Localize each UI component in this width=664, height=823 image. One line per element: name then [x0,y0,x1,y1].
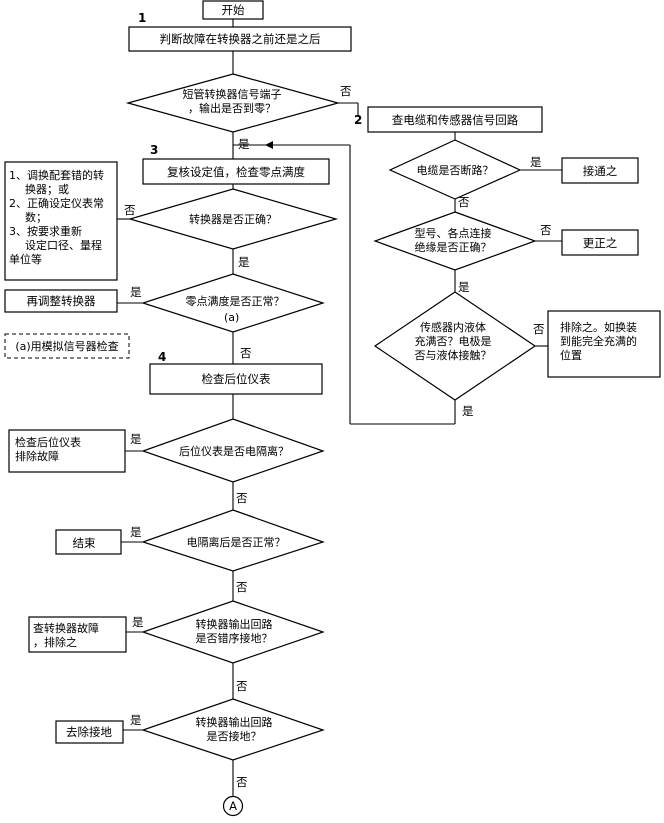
step-number-4: 4 [158,350,166,364]
check-rear-label: 检查后位仪表 [202,372,271,386]
decision-label-line2: 是否错序接地？ [196,631,273,645]
correct-label: 更正之 [583,236,618,250]
check-rear-box: 检查后位仪表 [149,363,323,395]
side-list-line: 2、正确设定仪表常 [9,196,104,210]
remove-ground-label: 去除接地 [66,725,112,739]
decision-label-line2: ，输出是否到零？ [188,101,276,115]
decision-zero-span: 零点满度是否正常？ (a) [141,273,325,333]
decision-label-line2: 充满否？电极是 [415,334,492,348]
remove-ground-box: 去除接地 [55,720,124,744]
rear-fix-box: 检查后位仪表 排除故障 [8,429,126,473]
decision-label-line1: 转换器输出回路 [196,617,273,631]
no-label: 否 [236,775,248,789]
remove-label-line2: 到能完全充满的 [560,334,637,348]
decision-label-line3: 否与液体接触？ [415,348,492,362]
decision-label: 后位仪表是否电隔离？ [179,444,289,458]
decision-wrong-ground: 转换器输出回路 是否错序接地？ [141,600,325,664]
check-cable-label: 查电缆和传感器信号回路 [392,113,519,127]
check-cable-box: 查电缆和传感器信号回路 [367,106,543,133]
connector-a-label: A [229,799,237,813]
step1-box: 判断故障在转换器之前还是之后 [128,26,352,52]
finish-box: 结束 [55,529,122,555]
decision-short-converter: 短管转换器信号端子 ，输出是否到零？ [125,73,341,133]
connect-label: 接通之 [583,164,618,178]
yes-label: 是 [130,432,142,446]
yes-label: 是 [130,713,142,727]
decision-label: 电隔离后是否正常？ [187,535,286,549]
start-node: 开始 [202,0,264,20]
conv-fault-box: 查转换器故障 ，排除之 [28,616,127,653]
review-label: 复核设定值，检查零点满度 [167,165,305,179]
remove-box: 排除之。如换装 到能完全充满的 位置 [547,310,661,378]
remove-label-line3: 位置 [560,348,582,362]
connect-box: 接通之 [561,157,639,184]
no-label: 否 [458,195,470,209]
review-box: 复核设定值，检查零点满度 [142,158,330,185]
yes-label: 是 [458,280,470,294]
decision-label-line1: 短管转换器信号端子 [183,87,282,101]
yes-label: 是 [462,404,474,418]
decision-label-line2: 是否接地？ [207,730,262,743]
yes-label: 是 [132,615,144,629]
decision-label-line2: 绝缘是否正确？ [415,240,492,254]
no-label: 否 [124,203,136,217]
yes-label: 是 [238,255,250,269]
decision-cable-break: 电缆是否断路？ [388,139,522,200]
step-number-2: 2 [354,113,362,127]
side-list-line: 设定口径、量程 [25,238,102,252]
step-number-1: 1 [138,11,146,25]
yes-label: 是 [238,137,250,151]
no-label: 否 [236,580,248,594]
decision-ground: 转换器输出回路 是否接地？ [141,698,325,761]
side-list-line: 数； [25,211,47,224]
conv-fault-line1: 查转换器故障 [33,621,99,635]
finish-label: 结束 [73,536,96,550]
decision-label: 转换器是否正确？ [189,212,277,226]
no-label: 否 [540,223,552,237]
decision-after-isolation: 电隔离后是否正常？ [141,509,325,572]
side-list-box: 1、调换配套错的转 换器；或 2、正确设定仪表常 数； 3、按要求重新 设定口径… [4,161,118,281]
side-list-line: 换器；或 [25,182,69,196]
start-label: 开始 [222,3,245,17]
yes-label: 是 [530,155,542,169]
rear-fix-line2: 排除故障 [15,449,59,463]
no-label: 否 [533,322,545,336]
note-a: (a) [224,311,239,324]
decision-sensor-liquid: 传感器内液体 充满否？电极是 否与液体接触？ [373,291,537,401]
sim-check-label: (a)用模拟信号器检查 [15,339,118,353]
decision-converter-correct: 转换器是否正确？ [127,188,339,250]
connector-a: A [222,795,244,817]
remove-label-line1: 排除之。如换装 [560,320,637,334]
rear-fix-line1: 检查后位仪表 [15,435,81,449]
conv-fault-line2: ，排除之 [33,635,77,649]
sim-check-box: (a)用模拟信号器检查 [4,333,130,359]
no-label: 否 [240,346,252,360]
no-label: 否 [236,679,248,693]
readjust-label: 再调整转换器 [27,294,96,308]
decision-model-insulation: 型号、各点连接 绝缘是否正确？ [373,211,537,271]
side-list-line: 1、调换配套错的转 [9,168,104,182]
no-label: 否 [236,491,248,505]
yes-label: 是 [130,285,142,299]
yes-label: 是 [130,525,142,539]
side-list-line: 单位等 [9,252,42,266]
decision-rear-isolated: 后位仪表是否电隔离？ [141,418,325,483]
readjust-box: 再调整转换器 [4,289,118,313]
connector-lines [117,19,562,796]
decision-label: 零点满度是否正常？ [186,294,285,308]
decision-label-line1: 传感器内液体 [420,320,486,334]
side-list-line: 3、按要求重新 [9,224,82,238]
correct-box: 更正之 [561,229,639,256]
step-number-3: 3 [150,143,158,157]
step1-label: 判断故障在转换器之前还是之后 [160,32,321,46]
decision-label-line1: 型号、各点连接 [415,226,492,240]
no-label: 否 [340,84,352,98]
decision-label-line1: 转换器输出回路 [196,715,273,729]
decision-label: 电缆是否断路？ [417,163,494,177]
